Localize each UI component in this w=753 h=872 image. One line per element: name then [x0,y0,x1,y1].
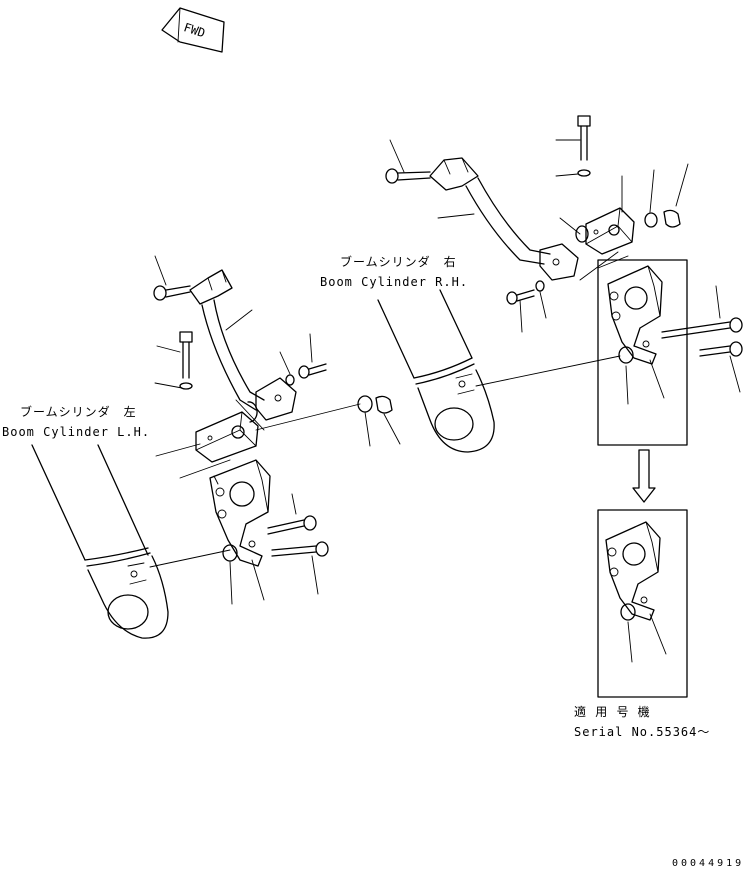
revised-valve-box [597,509,688,698]
block-lh [195,401,259,463]
bolt-rh-valve-1-icon [661,317,743,339]
fwd-label: FWD [182,20,207,40]
drawing-number: 00044919 [672,858,744,869]
bolt-lh-small-icon [285,363,327,386]
oring-rh-valve-icon [618,346,634,364]
pipe-rh [429,157,579,281]
valve-rh [607,265,663,365]
rh-valve-box [597,259,688,446]
cylinder-rh-label-en: Boom Cylinder R.H. [320,275,468,289]
plug-rh-icon [663,209,681,228]
valve-lh [209,459,271,567]
arrow-down-icon [632,449,656,503]
cylinder-lh-label-jp: ブームシリンダ 左 [20,404,137,419]
pipe-lh [189,269,297,421]
bolt-rh-valve-2-icon [699,341,743,357]
serial-note-label-jp: 適 用 号 機 [574,704,651,719]
block-rh [575,207,635,255]
bolt-lh-top-icon [153,285,191,301]
cylinder-rh-label-jp: ブームシリンダ 右 [340,254,457,269]
cylinder-lh-label-en: Boom Cylinder L.H. [2,425,150,439]
oring-lh-valve-icon [222,544,238,562]
bolt-lh-vertical-icon [179,331,193,390]
bolt-rh-top-icon [385,168,431,184]
oring-revised-icon [620,603,636,621]
serial-note-label-en: Serial No.55364～ [574,725,710,739]
oring-rh-icon [644,212,658,228]
leader-lines-revised [627,613,667,663]
boom-cylinder-lh [31,444,169,639]
fwd-arrow-icon: FWD [161,7,225,53]
boom-cylinder-rh [377,289,495,453]
bolt-lh-valve-1-icon [267,515,317,535]
bolt-rh-vertical-icon [577,115,591,177]
leader-lines-lh [149,255,401,605]
bolt-rh-small-icon [506,280,545,305]
leader-lines-rh [389,139,741,405]
bolt-lh-valve-2-icon [271,541,329,557]
valve-revised [605,521,661,621]
plug-lh-icon [375,395,393,414]
